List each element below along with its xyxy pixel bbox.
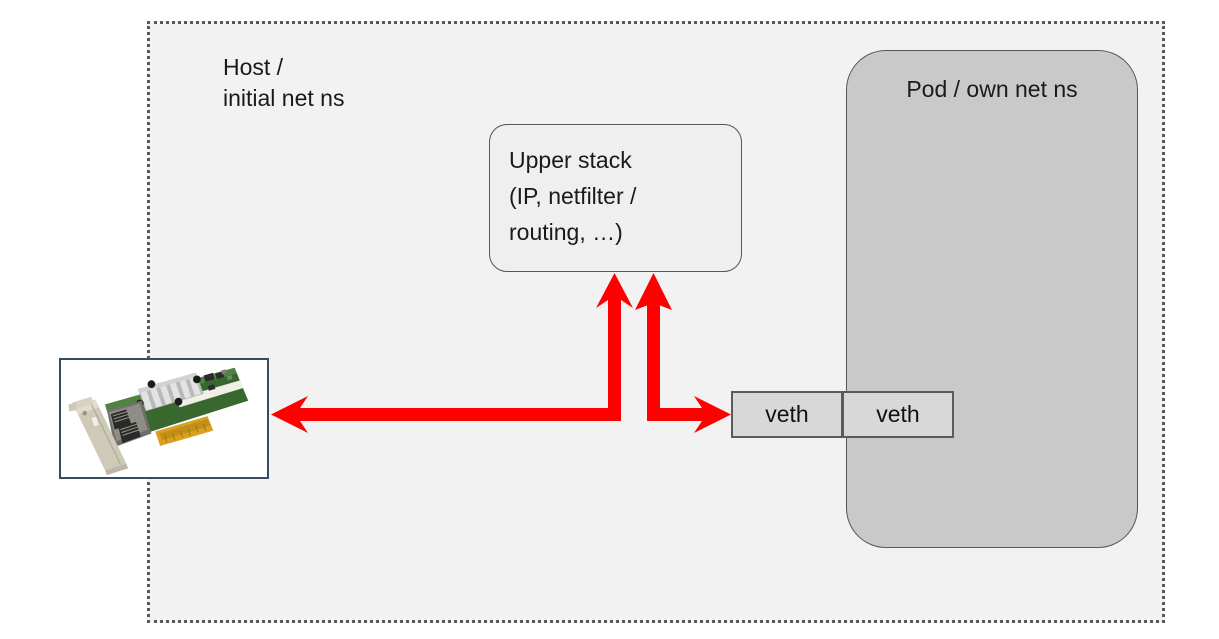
nic-image-frame [59, 358, 269, 479]
upper-stack-box [489, 124, 742, 272]
network-interface-card-icon [62, 360, 266, 477]
upper-stack-label: Upper stack (IP, netfilter / routing, …) [509, 147, 637, 245]
pod-net-namespace-box [846, 50, 1138, 548]
veth-host-side: veth [731, 391, 843, 438]
veth-pod-side: veth [842, 391, 954, 438]
host-net-namespace-label: Host / initial net ns [223, 54, 345, 111]
pod-net-namespace-label: Pod / own net ns [906, 76, 1078, 102]
